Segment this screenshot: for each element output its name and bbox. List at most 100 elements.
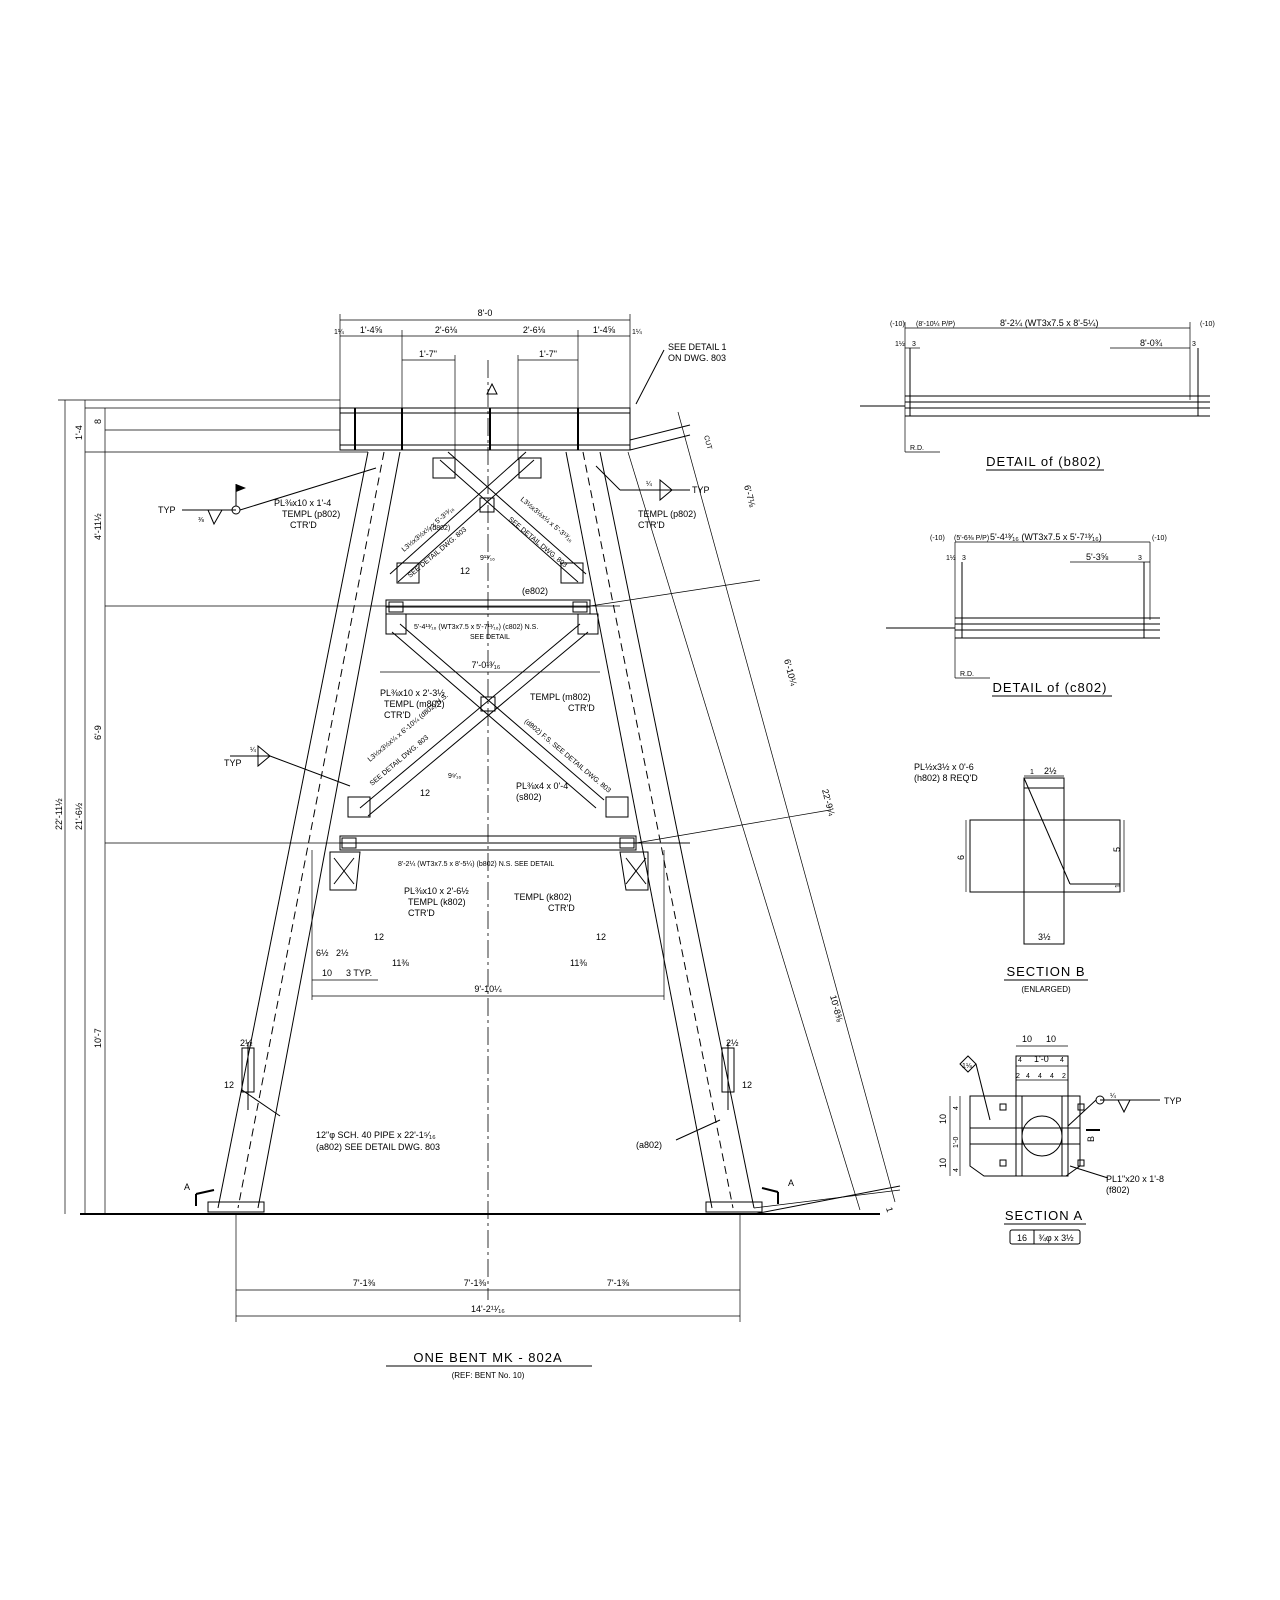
svg-text:TYP: TYP bbox=[692, 485, 710, 495]
svg-text:1: 1 bbox=[1115, 884, 1122, 888]
svg-text:10: 10 bbox=[1022, 1034, 1032, 1044]
svg-text:12: 12 bbox=[460, 566, 470, 576]
svg-text:4'-11½: 4'-11½ bbox=[93, 513, 103, 540]
svg-text:B: B bbox=[1086, 1136, 1096, 1142]
svg-text:12: 12 bbox=[374, 932, 384, 942]
section-b-title: SECTION B bbox=[1006, 964, 1085, 979]
bent-title: ONE BENT MK - 802A bbox=[413, 1350, 562, 1365]
svg-text:2: 2 bbox=[1016, 1073, 1020, 1080]
svg-text:¼: ¼ bbox=[1110, 1093, 1116, 1100]
svg-text:¼: ¼ bbox=[646, 481, 652, 488]
svg-text:4: 4 bbox=[953, 1168, 960, 1172]
svg-text:22'-9¼: 22'-9¼ bbox=[820, 788, 837, 817]
svg-text:7'-0¹³⁄₁₆: 7'-0¹³⁄₁₆ bbox=[472, 660, 501, 670]
svg-text:10'-8⅜: 10'-8⅜ bbox=[828, 994, 845, 1023]
svg-text:5'-4¹³⁄₁₆ (WT3x7.5 x 5'-7¹³⁄₁₆: 5'-4¹³⁄₁₆ (WT3x7.5 x 5'-7¹³⁄₁₆) bbox=[990, 532, 1102, 542]
svg-text:1½: 1½ bbox=[895, 340, 905, 348]
svg-text:16: 16 bbox=[1017, 1233, 1027, 1243]
svg-text:CTR'D: CTR'D bbox=[384, 710, 411, 720]
svg-text:11⅜: 11⅜ bbox=[392, 958, 409, 968]
svg-text:6'-10¼: 6'-10¼ bbox=[782, 658, 799, 687]
svg-text:3½: 3½ bbox=[1038, 932, 1051, 942]
svg-text:4: 4 bbox=[1038, 1073, 1042, 1080]
svg-text:2'-6⅛: 2'-6⅛ bbox=[435, 325, 458, 335]
svg-text:2½: 2½ bbox=[726, 1038, 739, 1048]
svg-text:6½: 6½ bbox=[316, 948, 329, 958]
svg-text:14'-2¹¹⁄₁₆: 14'-2¹¹⁄₁₆ bbox=[471, 1304, 505, 1314]
detail-b802-title: DETAIL of (b802) bbox=[986, 454, 1102, 469]
svg-text:(f802): (f802) bbox=[1106, 1185, 1130, 1195]
detail-c802: (-10) (5'-6⅜ P/P) 5'-4¹³⁄₁₆ (WT3x7.5 x 5… bbox=[886, 532, 1167, 697]
svg-text:TYP: TYP bbox=[158, 505, 176, 515]
section-b: PL½x3½ x 0'-6 (h802) 8 REQ'D 1 2½ 6 5 1 … bbox=[914, 762, 1125, 994]
svg-text:7'-1⅜: 7'-1⅜ bbox=[353, 1278, 376, 1288]
leg-left bbox=[217, 451, 401, 1209]
svg-text:1¼: 1¼ bbox=[632, 329, 642, 336]
svg-text:3 TYP.: 3 TYP. bbox=[346, 968, 372, 978]
svg-text:4: 4 bbox=[1018, 1057, 1022, 1064]
svg-text:12"φ SCH. 40 PIPE x 22'-1⁵⁄₁₆: 12"φ SCH. 40 PIPE x 22'-1⁵⁄₁₆ bbox=[316, 1130, 436, 1140]
svg-text:TEMPL (m802): TEMPL (m802) bbox=[384, 699, 445, 709]
svg-text:R.D.: R.D. bbox=[960, 671, 974, 678]
mid-bracing bbox=[347, 613, 629, 818]
svg-text:11⅜: 11⅜ bbox=[570, 958, 587, 968]
svg-text:SEE DETAIL DWG. 803: SEE DETAIL DWG. 803 bbox=[369, 734, 430, 787]
weld-symbol-sec-a bbox=[1067, 1095, 1160, 1127]
weld-symbol-left-top bbox=[182, 467, 377, 526]
svg-text:4: 4 bbox=[1050, 1073, 1054, 1080]
svg-text:(-10): (-10) bbox=[890, 321, 905, 328]
svg-text:1¼: 1¼ bbox=[334, 329, 344, 336]
svg-text:(-10): (-10) bbox=[1200, 321, 1215, 328]
svg-text:CTR'D: CTR'D bbox=[290, 520, 317, 530]
svg-text:1'-7": 1'-7" bbox=[419, 349, 437, 359]
svg-text:9⁹⁄₁₆: 9⁹⁄₁₆ bbox=[448, 773, 461, 780]
svg-text:1½: 1½ bbox=[946, 554, 956, 562]
svg-text:7'-1⅜: 7'-1⅜ bbox=[464, 1278, 487, 1288]
svg-text:2'-6⅛: 2'-6⅛ bbox=[523, 325, 546, 335]
weld-symbol-right-top bbox=[595, 465, 690, 502]
svg-text:PL⅜x10 x 2'-3½: PL⅜x10 x 2'-3½ bbox=[380, 688, 445, 698]
bent-labels: 8'-0 1¼ 1'-4⅝ 2'-6⅛ 2'-6⅛ 1'-4⅝ 1¼ 1'-7"… bbox=[54, 308, 895, 1380]
svg-text:2½: 2½ bbox=[240, 1038, 253, 1048]
svg-text:SEE DETAIL DWG. 803: SEE DETAIL DWG. 803 bbox=[507, 516, 568, 569]
svg-text:R.D.: R.D. bbox=[910, 445, 924, 452]
cap-beam bbox=[339, 407, 631, 451]
svg-text:4: 4 bbox=[953, 1106, 960, 1110]
svg-text:3: 3 bbox=[1138, 555, 1142, 562]
svg-text:CTR'D: CTR'D bbox=[548, 903, 575, 913]
svg-text:3: 3 bbox=[1192, 341, 1196, 348]
svg-text:A: A bbox=[788, 1178, 794, 1188]
svg-text:CTR'D: CTR'D bbox=[568, 703, 595, 713]
svg-text:12: 12 bbox=[596, 932, 606, 942]
svg-text:12: 12 bbox=[420, 788, 430, 798]
svg-text:PL1"x20 x 1'-8: PL1"x20 x 1'-8 bbox=[1106, 1174, 1164, 1184]
svg-text:10'-7: 10'-7 bbox=[93, 1028, 103, 1048]
svg-text:PL⅜x10 x 2'-6½: PL⅜x10 x 2'-6½ bbox=[404, 886, 469, 896]
svg-text:1: 1 bbox=[884, 1206, 895, 1213]
svg-text:(e802): (e802) bbox=[522, 586, 548, 596]
svg-text:8'-0¾: 8'-0¾ bbox=[1140, 338, 1163, 348]
svg-text:¼: ¼ bbox=[250, 747, 256, 754]
svg-text:(d802): (d802) bbox=[430, 525, 450, 532]
svg-text:(REF: BENT No. 10): (REF: BENT No. 10) bbox=[452, 1371, 525, 1380]
svg-text:5: 5 bbox=[1112, 847, 1122, 852]
svg-text:TEMPL (m802): TEMPL (m802) bbox=[530, 692, 591, 702]
svg-text:8: 8 bbox=[93, 419, 103, 424]
svg-text:10: 10 bbox=[1046, 1034, 1056, 1044]
svg-text:10: 10 bbox=[938, 1114, 948, 1124]
svg-text:A: A bbox=[184, 1182, 190, 1192]
svg-text:PL½x3½ x 0'-6: PL½x3½ x 0'-6 bbox=[914, 762, 974, 772]
section-a-title: SECTION A bbox=[1005, 1208, 1083, 1223]
svg-text:(ENLARGED): (ENLARGED) bbox=[1021, 985, 1071, 994]
weld-symbol-left-mid bbox=[230, 744, 351, 787]
svg-text:(5'-6⅜ P/P): (5'-6⅜ P/P) bbox=[954, 535, 989, 542]
svg-text:ON DWG. 803: ON DWG. 803 bbox=[668, 353, 726, 363]
svg-text:1'-4⅝: 1'-4⅝ bbox=[360, 325, 383, 335]
svg-text:8'-2¼ (WT3x7.5 x 8'-5¼): 8'-2¼ (WT3x7.5 x 8'-5¼) bbox=[1000, 318, 1098, 328]
svg-text:22'-11½: 22'-11½ bbox=[54, 798, 64, 830]
svg-text:CTR'D: CTR'D bbox=[638, 520, 665, 530]
svg-text:1'-0: 1'-0 bbox=[953, 1136, 960, 1148]
svg-text:10: 10 bbox=[938, 1158, 948, 1168]
svg-text:9¹³⁄₁₆: 9¹³⁄₁₆ bbox=[480, 555, 495, 562]
